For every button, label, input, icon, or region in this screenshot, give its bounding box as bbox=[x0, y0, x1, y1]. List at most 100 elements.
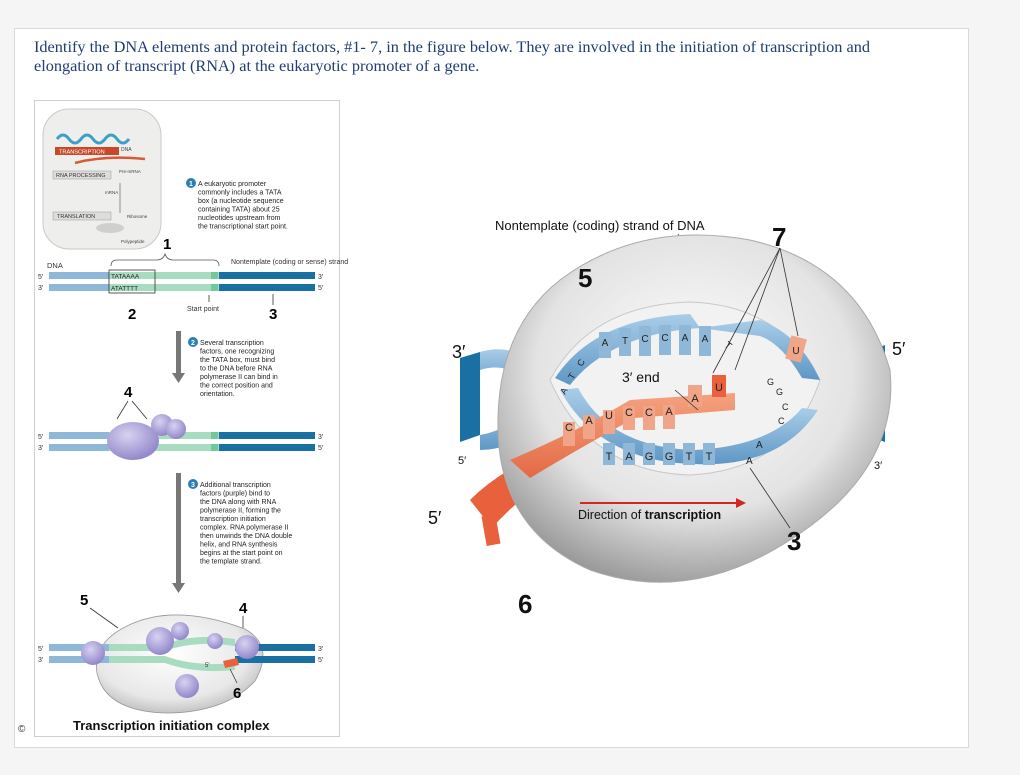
svg-text:G: G bbox=[665, 451, 674, 463]
inset-ribosome-label: Ribosome bbox=[127, 214, 148, 219]
process-arrow-1 bbox=[172, 331, 185, 383]
svg-text:Additional transcription: Additional transcription factors (purple… bbox=[200, 482, 294, 566]
svg-text:G: G bbox=[767, 377, 774, 387]
svg-text:A: A bbox=[691, 393, 699, 405]
svg-text:2: 2 bbox=[191, 340, 195, 347]
svg-text:Several transcription fa: Several transcription factors, one recog… bbox=[200, 340, 280, 398]
three-prime-right-small: 3′ bbox=[874, 460, 882, 472]
svg-text:1: 1 bbox=[189, 181, 193, 188]
promoter-brace bbox=[110, 252, 220, 267]
label-4b: 4 bbox=[239, 600, 248, 617]
svg-text:Direction of transcription: Direction of transcription bbox=[578, 508, 721, 522]
svg-text:TATAAAA: TATAAAA bbox=[111, 274, 140, 281]
five-prime-left-small: 5′ bbox=[458, 455, 466, 467]
svg-text:3′: 3′ bbox=[38, 445, 44, 452]
question-text: Identify the DNA elements and protein fa… bbox=[34, 37, 870, 75]
label-5-right: 5 bbox=[578, 263, 592, 293]
promoter-diagram: DNA TRANSCRIPTION RNA PROCESSING Pre-mRN… bbox=[38, 108, 348, 733]
svg-text:T: T bbox=[606, 451, 613, 463]
svg-text:G: G bbox=[645, 451, 654, 463]
svg-text:A: A bbox=[602, 338, 609, 349]
svg-text:C: C bbox=[645, 407, 653, 419]
svg-text:5′: 5′ bbox=[38, 434, 44, 441]
dna-label: DNA bbox=[47, 261, 63, 270]
svg-text:3′: 3′ bbox=[318, 434, 324, 441]
svg-text:A: A bbox=[585, 415, 593, 427]
inset-rna-processing-label: RNA PROCESSING bbox=[56, 173, 106, 179]
svg-text:U: U bbox=[605, 410, 613, 422]
svg-text:T: T bbox=[706, 451, 713, 463]
left-strand-bases: A T C bbox=[558, 357, 587, 396]
inset-mrna-label: mRNA bbox=[105, 190, 118, 195]
start-point-label: Start point bbox=[187, 306, 219, 313]
svg-text:5′: 5′ bbox=[205, 663, 210, 669]
svg-text:C: C bbox=[575, 357, 587, 368]
label-3: 3 bbox=[269, 306, 277, 323]
svg-text:C: C bbox=[625, 407, 633, 419]
svg-text:A: A bbox=[558, 386, 570, 396]
inset-dna-label: DNA bbox=[121, 147, 132, 153]
svg-text:3′: 3′ bbox=[318, 646, 324, 653]
svg-text:A: A bbox=[625, 451, 633, 463]
svg-text:C: C bbox=[661, 333, 668, 344]
svg-text:C: C bbox=[565, 422, 573, 434]
svg-text:C: C bbox=[782, 402, 789, 412]
svg-text:T: T bbox=[622, 336, 628, 347]
label-5-left: 5 bbox=[80, 592, 88, 609]
svg-text:T: T bbox=[686, 451, 693, 463]
svg-text:A: A bbox=[682, 333, 689, 344]
elongation-diagram: Nontemplate (coding) strand of DNA A T C… bbox=[428, 218, 906, 619]
svg-text:U: U bbox=[715, 382, 723, 394]
rna-bases: C A U C C A A U bbox=[563, 375, 726, 446]
svg-text:5′: 5′ bbox=[318, 285, 324, 292]
transcription-initiation-complex: 5′ 3′ 5′ 3′ 5′ bbox=[38, 614, 324, 714]
svg-text:ATATTTT: ATATTTT bbox=[111, 286, 138, 293]
label-1: 1 bbox=[163, 236, 171, 253]
inset-pre-mrna-label: Pre-mRNA bbox=[119, 169, 141, 174]
step2-text: 2 Several transcription factors, one rec… bbox=[188, 337, 280, 398]
dna-strand-1: 5′ 3′ TATAAAA ATATTTT 3′ 5′ bbox=[38, 269, 324, 294]
label-6-left: 6 bbox=[233, 685, 241, 702]
label-4a: 4 bbox=[124, 384, 133, 401]
direction-of-transcription: Direction of transcription bbox=[578, 498, 746, 522]
inset-translation-label: TRANSLATION bbox=[57, 214, 95, 220]
rna-strand bbox=[510, 393, 735, 478]
process-arrow-2 bbox=[172, 473, 185, 593]
five-prime-rna: 5′ bbox=[428, 508, 442, 528]
svg-text:3′: 3′ bbox=[38, 657, 44, 664]
label-7: 7 bbox=[772, 222, 786, 252]
svg-text:5′: 5′ bbox=[318, 657, 324, 664]
svg-text:G: G bbox=[776, 387, 783, 397]
svg-text:A: A bbox=[702, 334, 709, 345]
svg-text:3: 3 bbox=[191, 482, 195, 489]
step3-text: 3 Additional transcription factors (purp… bbox=[188, 479, 294, 566]
label-6-right: 6 bbox=[518, 589, 532, 619]
promoter-figure-panel: DNA TRANSCRIPTION RNA PROCESSING Pre-mRN… bbox=[34, 100, 348, 737]
complex-caption: Transcription initiation complex bbox=[73, 718, 270, 733]
label-3-right: 3 bbox=[787, 526, 801, 556]
label-2: 2 bbox=[128, 306, 136, 323]
bottom-strand-bases: T A G G T T A A bbox=[603, 440, 763, 467]
svg-text:C: C bbox=[641, 334, 648, 345]
svg-text:A: A bbox=[665, 406, 673, 418]
svg-text:A eukaryotic promoter co: A eukaryotic promoter commonly includes … bbox=[198, 181, 288, 231]
five-prime-right: 5′ bbox=[892, 339, 906, 359]
svg-text:5′: 5′ bbox=[38, 646, 44, 653]
inset-polypeptide-label: Polypeptide bbox=[121, 239, 145, 244]
three-prime-end-label: 3′ end bbox=[622, 369, 660, 385]
nontemplate-strand-label: Nontemplate (coding or sense) strand bbox=[231, 259, 348, 266]
svg-text:T: T bbox=[566, 371, 578, 381]
inset-dna-helix bbox=[55, 133, 131, 145]
svg-text:5′: 5′ bbox=[318, 445, 324, 452]
inset-transcription-label: TRANSCRIPTION bbox=[59, 150, 105, 156]
svg-text:5′: 5′ bbox=[38, 274, 44, 281]
three-prime-left: 3′ bbox=[452, 342, 466, 362]
rna-transcript-small bbox=[223, 658, 239, 668]
svg-text:A: A bbox=[746, 456, 753, 467]
svg-text:3′: 3′ bbox=[38, 285, 44, 292]
inset-overview: DNA TRANSCRIPTION RNA PROCESSING Pre-mRN… bbox=[42, 108, 162, 250]
svg-text:A: A bbox=[756, 440, 763, 451]
nontemplate-title: Nontemplate (coding) strand of DNA bbox=[495, 218, 705, 233]
inset-transcription-bar bbox=[55, 147, 119, 155]
svg-text:U: U bbox=[792, 346, 799, 357]
